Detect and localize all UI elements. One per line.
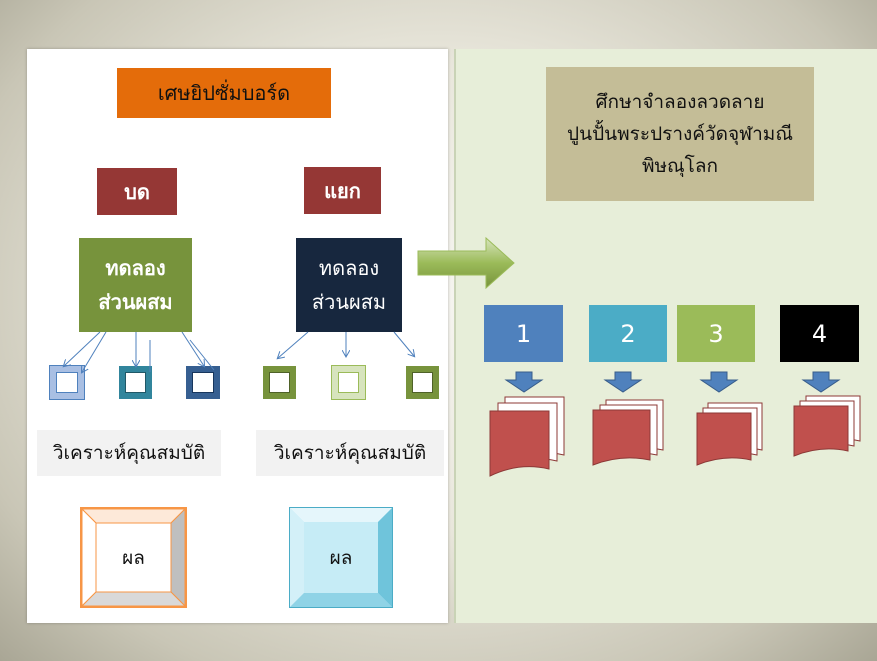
step-2-box: 2 — [589, 305, 667, 362]
connector-lines-right — [278, 331, 414, 358]
result-left-box: ผล — [80, 507, 187, 608]
trial-mix-left-box: ทดลอง ส่วนผสม — [79, 238, 192, 332]
trial-right-line-2: ส่วนผสม — [311, 290, 387, 314]
document-stack-2 — [592, 399, 664, 466]
step-1-label: 1 — [515, 319, 532, 348]
connector-lines-left — [64, 331, 215, 372]
connector-line — [181, 331, 204, 366]
step-1-box: 1 — [484, 305, 563, 362]
trial-mix-right-box: ทดลอง ส่วนผสม — [296, 238, 402, 332]
sample-square-5 — [332, 366, 365, 399]
method-grind-box: บด — [97, 168, 177, 215]
step-2-label: 2 — [620, 319, 636, 348]
result-right-box: ผล — [289, 507, 393, 608]
study-title-line-1: ศึกษาจำลองลวดลาย — [595, 91, 765, 113]
step-3-box: 3 — [677, 305, 755, 362]
down-arrow-2 — [603, 371, 643, 393]
trial-right-line-1: ทดลอง — [318, 256, 380, 280]
connector-line — [82, 331, 107, 372]
document-stack-1 — [489, 396, 565, 477]
step-4-label: 4 — [811, 319, 828, 348]
step-3-label: 3 — [708, 319, 724, 348]
document-stack-4 — [793, 395, 861, 457]
connector-line — [189, 339, 215, 371]
down-arrow-3 — [699, 371, 739, 393]
analysis-right-label: วิเคราะห์คุณสมบัติ — [273, 442, 427, 464]
connector-line — [278, 331, 309, 358]
trial-left-line-1: ทดลอง — [105, 256, 166, 280]
result-left-label: ผล — [122, 546, 145, 569]
document-stack-3 — [696, 402, 763, 466]
analysis-right-box: วิเคราะห์คุณสมบัติ — [256, 430, 444, 476]
sample-square-2 — [119, 366, 152, 399]
result-left-bevel — [82, 509, 185, 606]
analysis-left-label: วิเคราะห์คุณสมบัติ — [52, 442, 206, 464]
title-box: เศษยิปซั่มบอร์ด — [117, 68, 331, 118]
down-arrow-1 — [504, 371, 544, 393]
step-4-box: 4 — [780, 305, 859, 362]
connector-line — [64, 331, 101, 366]
method-grind-label: บด — [124, 179, 150, 204]
result-right-bevel — [290, 508, 392, 607]
down-arrow-4 — [801, 371, 841, 393]
method-separate-label: แยก — [324, 178, 361, 203]
sample-square-4 — [263, 366, 296, 399]
sample-square-3 — [186, 366, 220, 399]
study-title-line-2: ปูนปั้นพระปรางค์วัดจุฬามณี — [567, 123, 793, 145]
connector-line — [393, 331, 414, 356]
analysis-left-box: วิเคราะห์คุณสมบัติ — [37, 430, 221, 476]
main-flow-arrow — [417, 236, 515, 290]
title-text: เศษยิปซั่มบอร์ด — [157, 81, 291, 105]
result-right-label: ผล — [329, 546, 353, 569]
sample-square-1 — [50, 366, 84, 399]
sample-square-6 — [406, 366, 439, 399]
study-title-line-3: พิษณุโลก — [641, 155, 719, 177]
study-title-box: ศึกษาจำลองลวดลาย ปูนปั้นพระปรางค์วัดจุฬา… — [546, 67, 814, 201]
trial-left-line-2: ส่วนผสม — [98, 290, 173, 314]
method-separate-box: แยก — [304, 167, 381, 214]
